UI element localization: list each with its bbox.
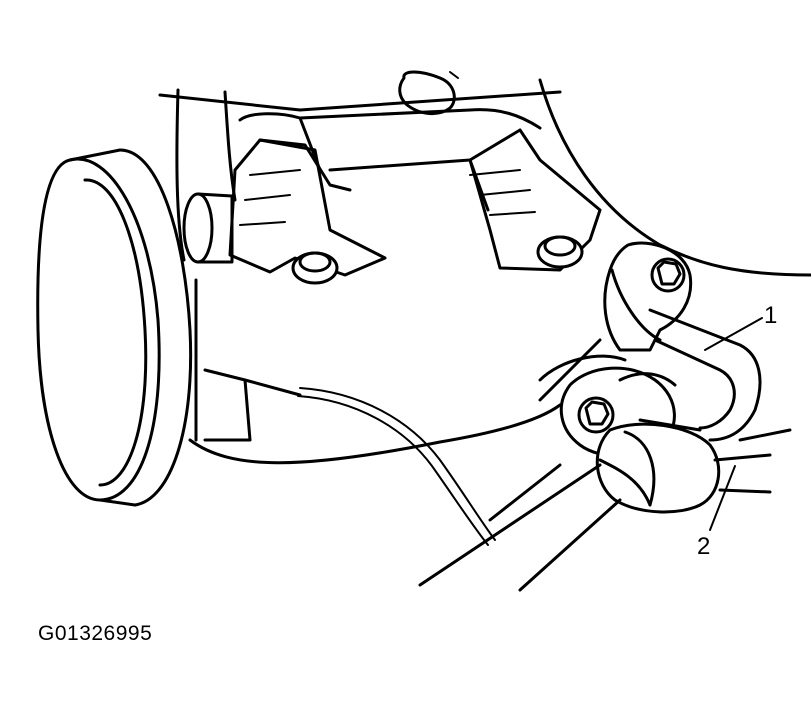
manifold-bracket-lower bbox=[538, 354, 677, 458]
engine-block-outline bbox=[398, 70, 811, 277]
callout-leaders bbox=[704, 317, 763, 531]
sensor-wire bbox=[297, 387, 496, 546]
hose-2-fitting bbox=[595, 422, 772, 514]
long-hoses bbox=[418, 463, 622, 592]
manifold-bracket-upper bbox=[603, 241, 693, 352]
compressor-hub bbox=[182, 192, 302, 442]
mounting-ear-right bbox=[468, 128, 602, 272]
callout-1: 1 bbox=[764, 302, 778, 329]
figure-code: G01326995 bbox=[38, 622, 153, 645]
compressor-body bbox=[158, 88, 602, 465]
mounting-ear-left bbox=[228, 138, 387, 285]
callout-2: 2 bbox=[697, 533, 711, 560]
hose-1-pipe bbox=[638, 308, 792, 442]
clutch-pulley bbox=[36, 148, 193, 507]
